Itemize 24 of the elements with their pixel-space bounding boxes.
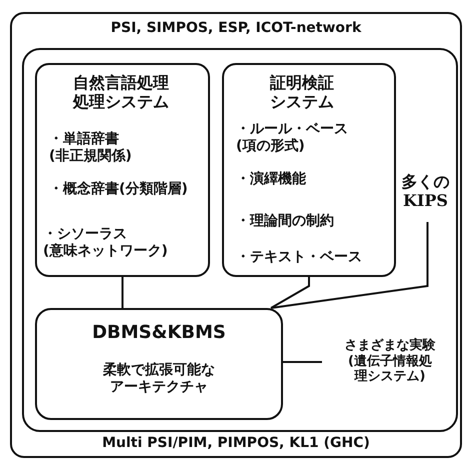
connector-line — [122, 277, 124, 308]
connector-line — [270, 222, 428, 309]
list-item: ・シソーラス(意味ネットワーク) — [43, 226, 169, 260]
list-item: ・単語辞書(非正規関係) — [49, 131, 133, 165]
box-heading: PSI, SIMPOS, ESP, ICOT-network — [110, 20, 362, 37]
module-box — [35, 63, 210, 277]
module-box — [222, 63, 396, 277]
note-text: 多くのKIPS — [400, 172, 450, 210]
connector-line — [283, 361, 322, 363]
application-frame — [22, 48, 458, 432]
list-item: ・理論間の制約 — [236, 213, 334, 230]
box-heading: DBMS&KBMS — [91, 322, 227, 344]
box-heading: 自然言語処理処理システム — [73, 73, 170, 112]
database-box — [35, 308, 283, 420]
list-item: ・テキスト・ベース — [236, 249, 362, 266]
box-caption: 柔軟で拡張可能なアーキテクチャ — [102, 362, 216, 396]
note-text: さまざまな実験(遺伝子情報処理システム) — [344, 338, 436, 385]
list-item: ・演繹機能 — [236, 171, 306, 188]
platform-frame — [10, 12, 462, 458]
list-item: ・概念辞書(分類階層) — [49, 181, 188, 198]
box-heading: 証明検証システム — [270, 73, 335, 112]
box-heading: Multi PSI/PIM, PIMPOS, KL1 (GHC) — [101, 435, 371, 452]
connector-line — [270, 277, 310, 309]
list-item: ・ルール・ベース(項の形式) — [236, 121, 349, 155]
